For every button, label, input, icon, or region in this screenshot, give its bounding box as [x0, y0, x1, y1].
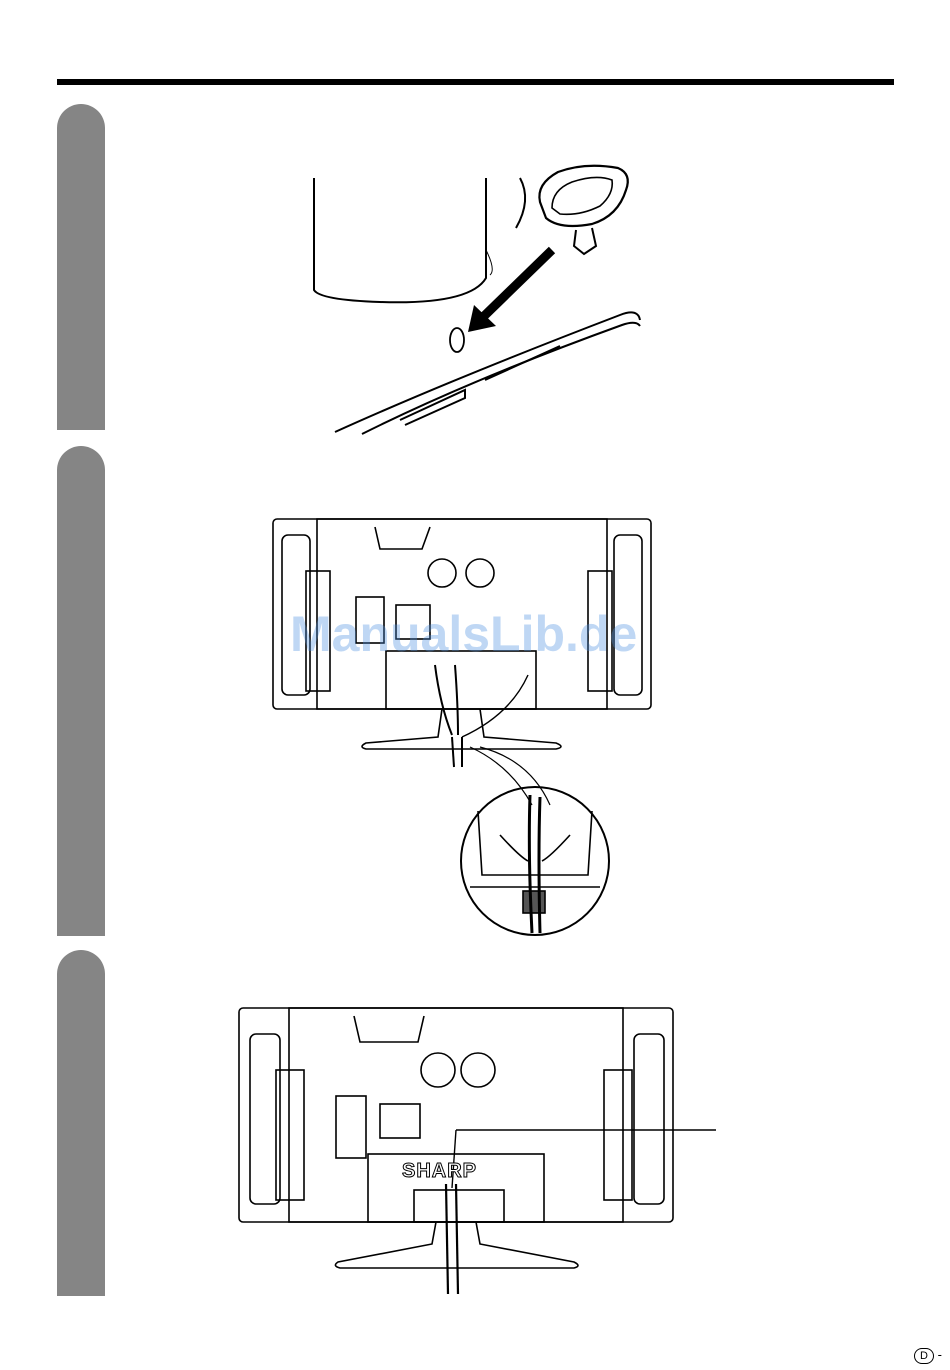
step-tab-2: [57, 446, 105, 936]
step-tab-3: [57, 950, 105, 1296]
header-rule: [57, 79, 894, 85]
step-tab-1: [57, 104, 105, 430]
clamp-insert-illustration: [300, 150, 650, 435]
sharp-logo: SHARP: [402, 1160, 477, 1182]
page-marker-circled: D: [914, 1348, 934, 1364]
cable-routing-illustration: [270, 515, 655, 940]
cable-clamp-closed-illustration: SHARP: [236, 1004, 718, 1300]
watermark-text: ManualsLib.de: [290, 605, 637, 663]
page-marker-suffix: -: [938, 1347, 942, 1362]
page-marker: D -: [914, 1347, 942, 1364]
